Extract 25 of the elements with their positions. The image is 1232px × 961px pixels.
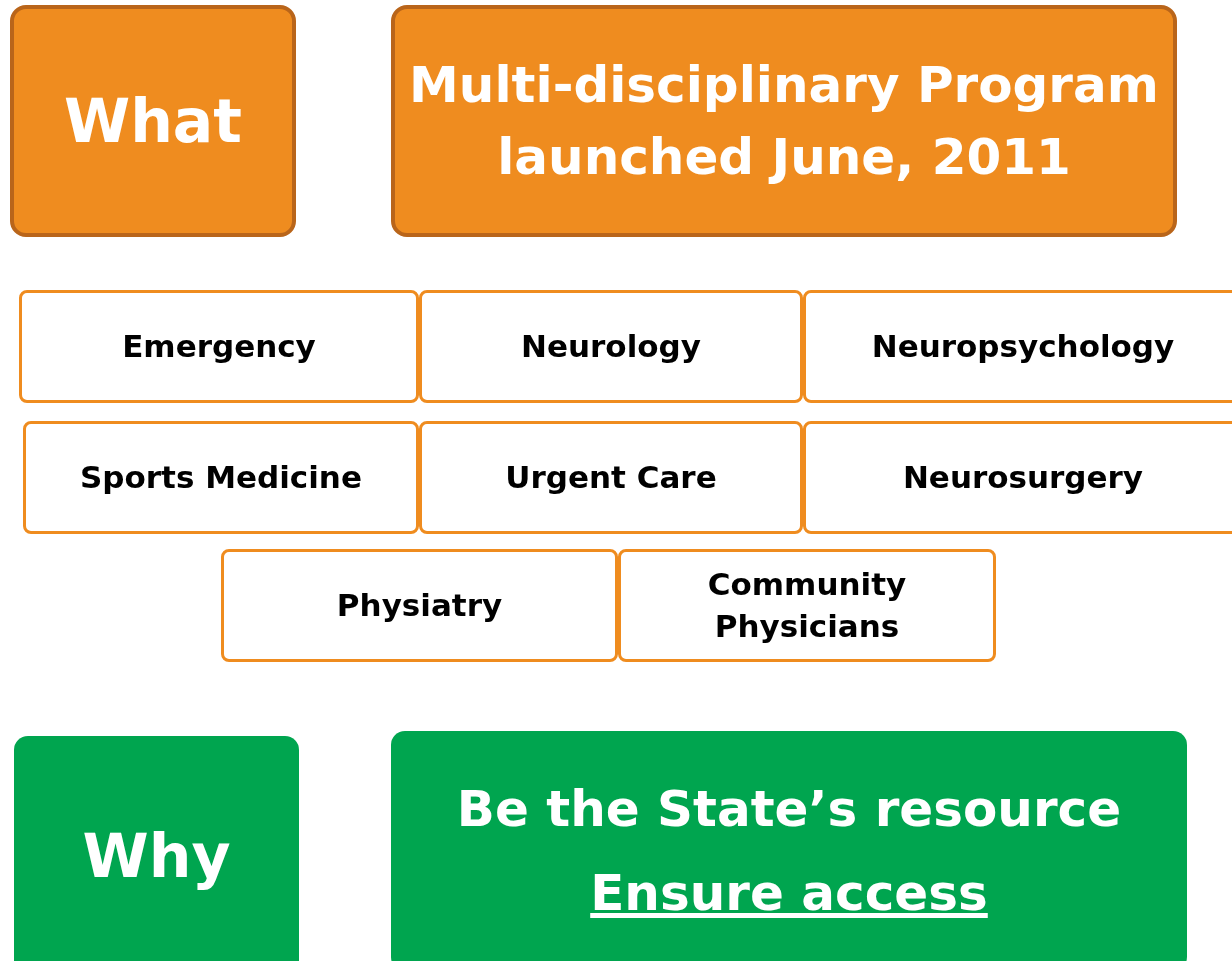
- department-name: Emergency: [122, 326, 316, 366]
- department-box: [19, 290, 419, 403]
- goal-box: [391, 731, 1187, 961]
- department-box: [419, 421, 803, 534]
- goal-text: Be the State’s resource: [456, 778, 1122, 840]
- department-box: [803, 290, 1232, 403]
- department-box: [618, 549, 996, 662]
- department-name: Neurology: [521, 326, 701, 366]
- department-name: Sports Medicine: [80, 457, 362, 497]
- program-box: [391, 5, 1177, 237]
- heading-text: What: [63, 84, 243, 158]
- department-name: Neuropsychology: [871, 326, 1175, 366]
- program-text: Multi-disciplinary Program launched June, 2011: [408, 54, 1160, 188]
- goal-text: Ensure access: [590, 863, 988, 924]
- department-box: [23, 421, 419, 534]
- heading-text: Why: [82, 819, 231, 893]
- department-name: Community Physicians: [706, 564, 908, 646]
- heading-box: [14, 736, 299, 961]
- heading-box: [10, 5, 296, 237]
- department-name: Physiatry: [336, 585, 503, 625]
- department-name: Neurosurgery: [902, 457, 1144, 497]
- department-box: [803, 421, 1232, 534]
- department-box: [419, 290, 803, 403]
- department-box: [221, 549, 618, 662]
- department-name: Urgent Care: [505, 457, 717, 497]
